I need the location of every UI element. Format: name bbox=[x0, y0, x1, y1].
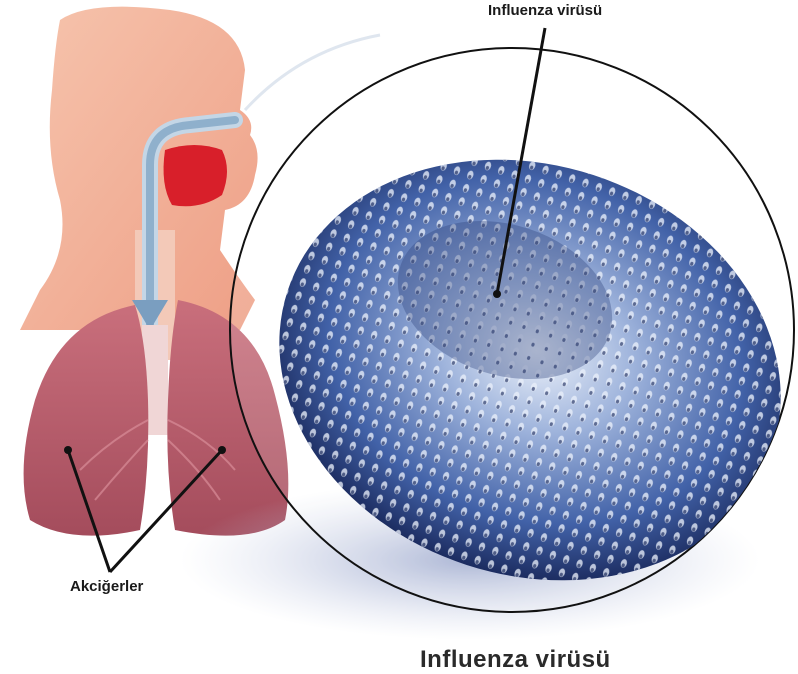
oral-cavity bbox=[164, 145, 227, 206]
virus-label: Influenza virüsü bbox=[488, 2, 602, 19]
virus-caption: Influenza virüsü bbox=[420, 646, 611, 674]
lungs-label: Akciğerler bbox=[70, 578, 143, 595]
